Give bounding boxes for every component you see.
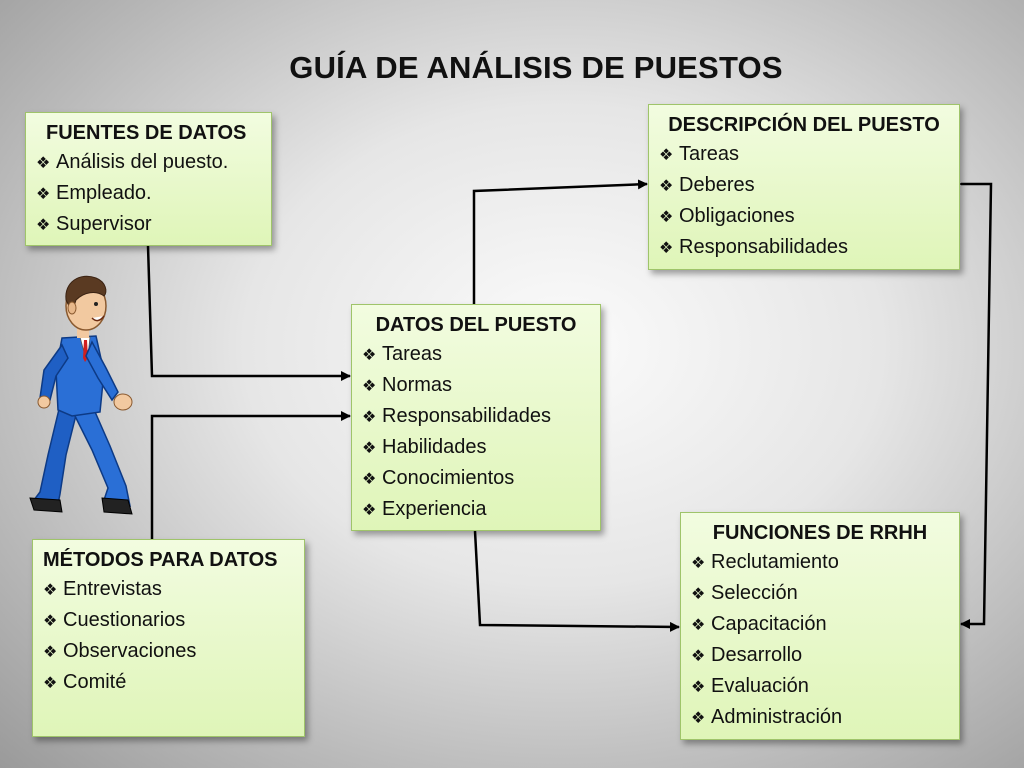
connector-datos-funciones [473,530,680,632]
diamond-bullet-icon: ❖ [362,500,377,519]
page-title: GUÍA DE ANÁLISIS DE PUESTOS [289,50,783,85]
list-item: ❖ Comité [43,667,294,698]
metodos-para-datos-box: MÉTODOS PARA DATOS ❖ Entrevistas ❖ Cuestio… [32,539,305,737]
diamond-bullet-icon: ❖ [36,184,51,203]
list-item-label: Habilidades [382,436,487,458]
list-item: ❖ Normas [362,370,590,401]
diamond-bullet-icon: ❖ [43,580,58,599]
diamond-bullet-icon: ❖ [691,553,706,572]
list-item-label: Observaciones [63,640,197,662]
list-item-label: Capacitación [711,613,827,635]
list-item-label: Tareas [679,143,740,165]
list-item: ❖ Desarrollo [691,640,949,671]
list-item: ❖ Habilidades [362,432,590,463]
datos-del-puesto-box: DATOS DEL PUESTO ❖ Tareas ❖ Normas ❖ Respon… [351,304,601,531]
list-item: ❖ Selección [691,578,949,609]
funciones-de-rrhh-list: ❖Reclutamiento ❖Selección ❖Capacitación … [691,547,949,733]
list-item: ❖ Obligaciones [659,201,949,232]
diamond-bullet-icon: ❖ [691,584,706,603]
list-item: ❖ Tareas [362,339,590,370]
list-item: ❖ Cuestionarios [43,605,294,636]
diamond-bullet-icon: ❖ [362,345,377,364]
list-item: ❖ Entrevistas [43,574,294,605]
list-item: ❖ Reclutamiento [691,547,949,578]
diamond-bullet-icon: ❖ [362,469,377,488]
list-item: ❖ Conocimientos [362,463,590,494]
diamond-bullet-icon: ❖ [691,677,706,696]
list-item: ❖ Responsabilidades [362,401,590,432]
list-item: ❖ Responsabilidades [659,232,949,263]
descripcion-del-puesto-title: DESCRIPCIÓN DEL PUESTO [668,114,940,136]
diamond-bullet-icon: ❖ [36,153,51,172]
diamond-bullet-icon: ❖ [362,438,377,457]
list-item-label: Responsabilidades [382,405,552,427]
list-item: ❖ Capacitación [691,609,949,640]
connector-datos-descripcion [472,179,648,304]
diamond-bullet-icon: ❖ [362,376,377,395]
list-item: ❖ Supervisor [36,209,261,240]
list-item-label: Selección [711,582,798,604]
diamond-bullet-icon: ❖ [36,215,51,234]
list-item-label: Cuestionarios [63,609,186,631]
diamond-bullet-icon: ❖ [43,642,58,661]
connector-descripcion-funciones [952,179,993,629]
list-item-label: Normas [382,374,453,396]
fuentes-de-datos-list: ❖ Análisis del puesto. ❖ Empleado. ❖ Superv… [36,147,261,240]
list-item-label: Tareas [382,343,443,365]
list-item-label: Desarrollo [711,644,803,666]
diamond-bullet-icon: ❖ [691,646,706,665]
connector-metodos-datos [150,411,351,539]
list-item-label: Entrevistas [63,578,162,600]
diamond-bullet-icon: ❖ [43,673,58,692]
list-item-label: Supervisor [56,213,152,235]
list-item: ❖ Experiencia [362,494,590,525]
list-item: ❖ Administración [691,702,949,733]
fuentes-de-datos-box: FUENTES DE DATOS ❖ Análisis del puesto. ❖… [25,112,272,246]
diamond-bullet-icon: ❖ [659,145,674,164]
list-item-label: Comité [63,671,127,693]
list-item: ❖ Evaluación [691,671,949,702]
diamond-bullet-icon: ❖ [659,238,674,257]
funciones-de-rrhh-title: FUNCIONES DE RRHH [712,522,928,544]
diamond-bullet-icon: ❖ [659,207,674,226]
diamond-bullet-icon: ❖ [691,708,706,727]
diamond-bullet-icon: ❖ [43,611,58,630]
funciones-de-rrhh-box: FUNCIONES DE RRHH ❖ Reclutamiento ❖ Selecc… [680,512,960,740]
datos-del-puesto-title: DATOS DEL PUESTO [375,314,577,336]
list-item-label: Empleado. [56,182,152,204]
list-item: ❖ Empleado. [36,178,261,209]
metodos-para-datos-list: ❖ Entrevistas ❖ Cuestionarios ❖ Observacion… [43,574,294,698]
list-item: ❖ Observaciones [43,636,294,667]
list-item-label: Análisis del puesto. [56,151,229,173]
connector-fuentes-datos [146,245,351,381]
list-item: ❖ Tareas [659,139,949,170]
list-item: ❖ Deberes [659,170,949,201]
diamond-bullet-icon: ❖ [659,176,674,195]
list-item: ❖ Análisis del puesto. [36,147,261,178]
fuentes-de-datos-title: FUENTES DE DATOS [46,122,247,144]
diamond-bullet-icon: ❖ [691,615,706,634]
descripcion-del-puesto-list: ❖ Tareas ❖ Deberes ❖ Obligaciones ❖ Responsa… [659,139,949,263]
list-item-label: Conocimientos [382,467,515,489]
metodos-para-datos-title: MÉTODOS PARA DATOS [43,549,278,571]
descripcion-del-puesto-box: DESCRIPCIÓN DEL PUESTO ❖ Tareas ❖ Deberes … [648,104,960,270]
list-item-label: Experiencia [382,498,487,520]
diamond-bullet-icon: ❖ [362,407,377,426]
list-item-label: Obligaciones [679,205,795,227]
datos-del-puesto-list: ❖ Tareas ❖ Normas ❖ Responsabilidades ❖ Habi… [362,339,590,525]
list-item-label: Deberes [679,174,755,196]
list-item-label: Responsabilidades [679,236,849,258]
list-item-label: Reclutamiento [711,551,839,573]
list-item-label: Evaluación [711,675,809,697]
list-item-label: Administración [711,706,843,728]
